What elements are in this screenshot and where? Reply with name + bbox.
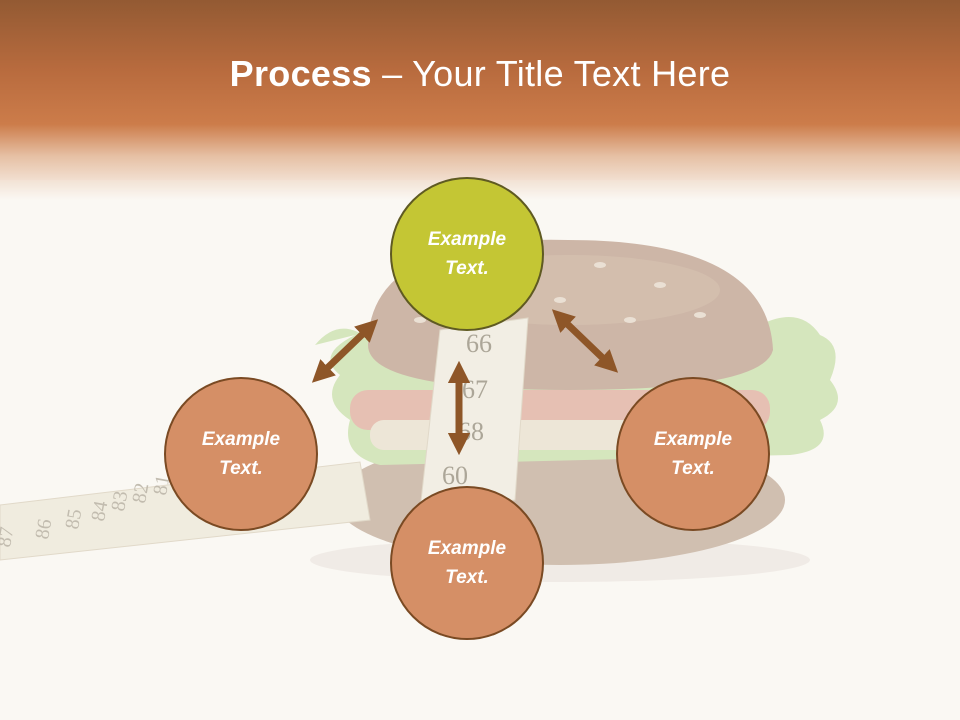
node-right-line2: Text. (671, 458, 715, 479)
tape-number: 83 (107, 489, 132, 513)
arrow-top-right (551, 309, 619, 373)
tape-number: 60 (442, 461, 468, 490)
node-top-line1: Example (427, 229, 507, 250)
node-bottom-line2: Text. (445, 567, 489, 588)
tape-number: 85 (61, 507, 86, 531)
tape-number: 86 (31, 517, 56, 541)
tape-number: 84 (87, 499, 112, 523)
node-bottom: Example Text. (390, 486, 544, 640)
slide-title: Process – Your Title Text Here (0, 52, 960, 96)
node-left-line1: Example (201, 429, 281, 450)
node-bottom-line1: Example (427, 538, 507, 559)
title-bold: Process (229, 53, 372, 94)
node-right-line1: Example (653, 429, 733, 450)
node-top: Example Text. (390, 177, 544, 331)
title-rest: – Your Title Text Here (371, 53, 731, 94)
arrow-top-left (311, 319, 379, 383)
tape-number: 87 (0, 525, 18, 549)
tape-number: 82 (128, 481, 153, 505)
title-banner (0, 0, 960, 200)
node-left-line2: Text. (219, 458, 263, 479)
tape-number: 66 (466, 329, 492, 358)
node-right: Example Text. (616, 377, 770, 531)
node-top-line2: Text. (445, 258, 489, 279)
node-left: Example Text. (164, 377, 318, 531)
